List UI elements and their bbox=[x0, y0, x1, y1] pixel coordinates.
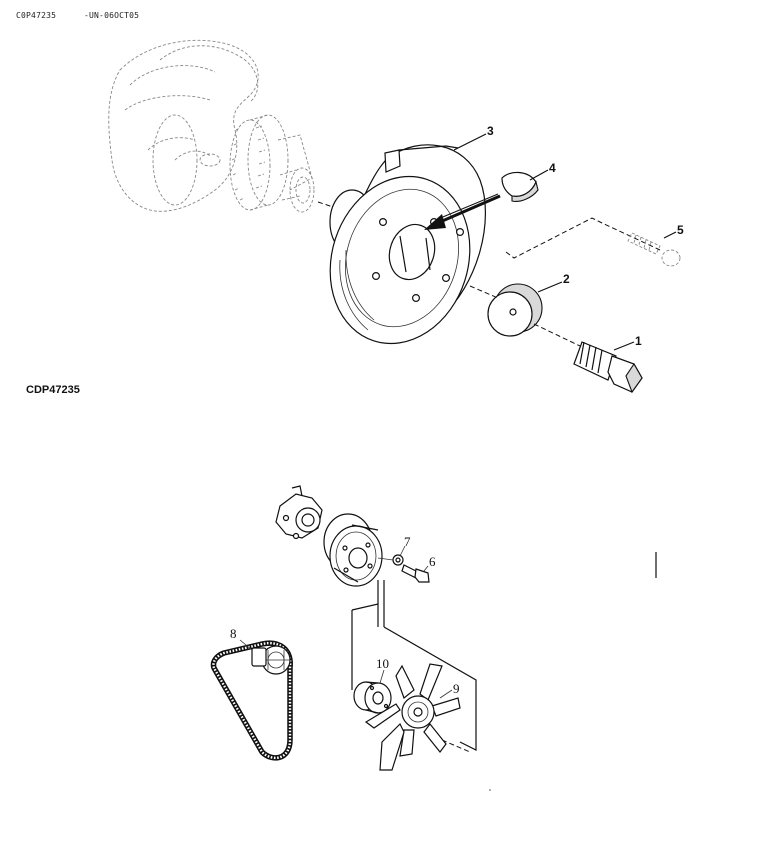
callout-9: 9 bbox=[453, 681, 460, 696]
figure-caption: CDP47235 bbox=[26, 384, 80, 396]
callout-8-group: 8 bbox=[230, 626, 253, 651]
bottom-callouts-upper: 7 6 bbox=[399, 534, 436, 572]
header-date-code: -UN-06OCT05 bbox=[84, 11, 140, 20]
callout-1: 1 bbox=[635, 334, 642, 348]
fan-pulley-hub bbox=[323, 513, 383, 587]
top-callouts: 3 4 5 2 1 bbox=[453, 124, 684, 351]
scan-speck bbox=[489, 789, 491, 791]
callout-8: 8 bbox=[230, 626, 237, 641]
callout-6: 6 bbox=[429, 554, 436, 569]
bolt-1 bbox=[573, 341, 643, 394]
center-line-screw bbox=[377, 557, 394, 561]
lock-washer-7 bbox=[392, 554, 404, 566]
washer bbox=[487, 283, 543, 337]
assembly-guide-lines bbox=[351, 552, 657, 753]
callout-9-group: 9 bbox=[439, 681, 460, 699]
cap-screw-6 bbox=[401, 564, 430, 583]
fan-spacer-10 bbox=[353, 681, 392, 714]
callout-2: 2 bbox=[563, 272, 570, 286]
v-belt-8 bbox=[210, 640, 293, 761]
crankshaft-phantom bbox=[108, 39, 315, 213]
key-insert-arrow bbox=[424, 193, 501, 230]
fan-drive-bracket bbox=[275, 485, 323, 540]
guide-line-bolt5 bbox=[505, 217, 661, 259]
callout-4: 4 bbox=[549, 161, 556, 175]
center-line-bolt bbox=[533, 323, 581, 347]
callout-10: 10 bbox=[376, 656, 389, 671]
woodruff-key bbox=[501, 171, 539, 202]
center-line-washer bbox=[469, 285, 499, 299]
callout-3: 3 bbox=[487, 124, 494, 138]
bolt-5 bbox=[627, 232, 681, 267]
header-code: C0P47235 bbox=[16, 11, 57, 20]
fan-9 bbox=[364, 663, 461, 771]
callout-10-group: 10 bbox=[376, 656, 389, 684]
callout-5: 5 bbox=[677, 223, 684, 237]
callout-7: 7 bbox=[404, 534, 411, 549]
damper-pulley bbox=[329, 144, 487, 345]
